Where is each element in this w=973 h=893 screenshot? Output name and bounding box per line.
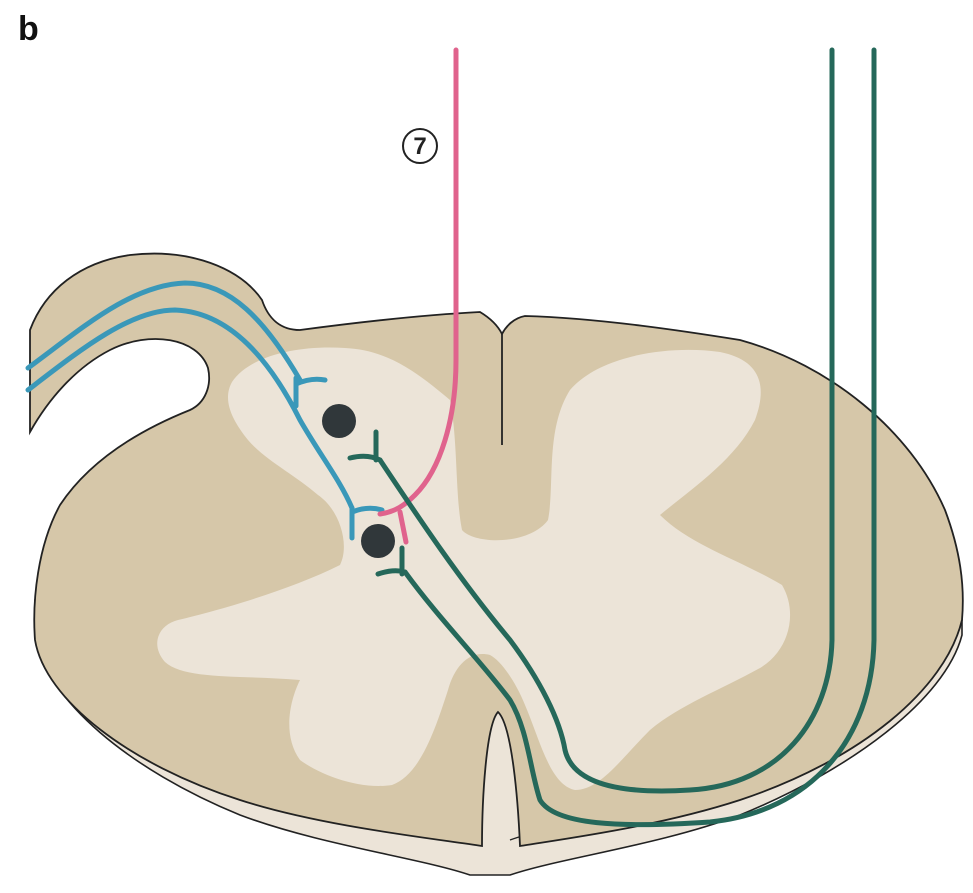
neuron-cell-body-icon: [361, 524, 395, 558]
marker-label: 7: [413, 133, 426, 160]
neuron-cell-body-icon: [322, 404, 356, 438]
marker-badge: 7: [403, 129, 437, 163]
